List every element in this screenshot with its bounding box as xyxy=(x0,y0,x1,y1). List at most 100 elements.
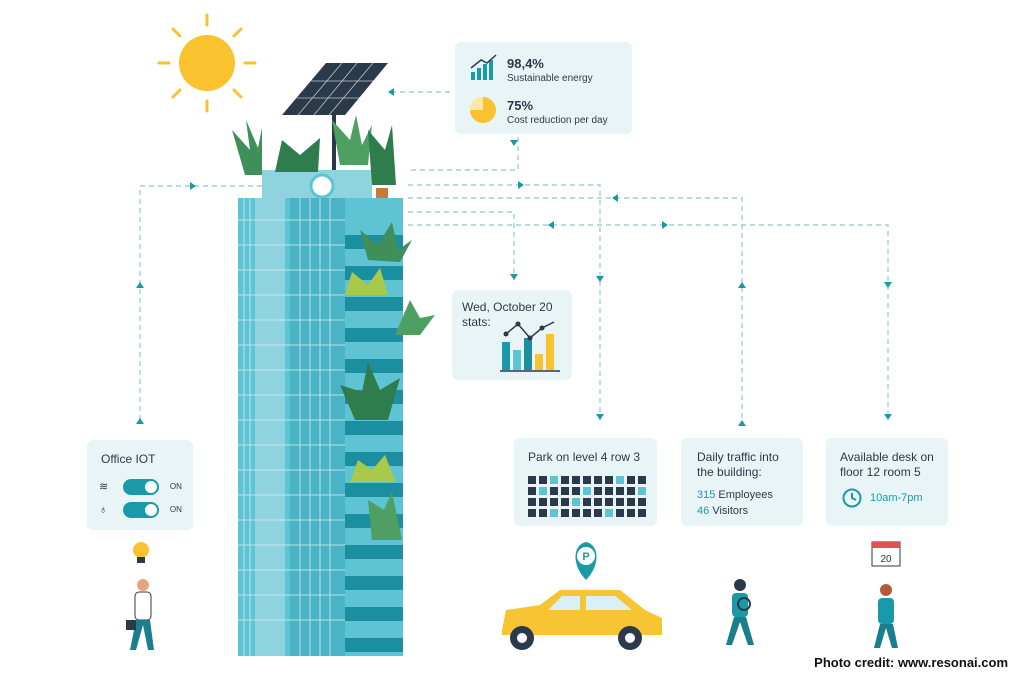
sun-icon xyxy=(157,13,257,113)
climate-toggle-state: ON xyxy=(169,482,182,492)
parking-spot xyxy=(638,487,646,495)
parking-spot xyxy=(605,476,613,484)
parking-spot xyxy=(594,476,602,484)
office-iot-title: Office IOT xyxy=(101,452,156,466)
light-toggle-row: ♁ ON xyxy=(99,501,182,519)
light-toggle-state: ON xyxy=(169,505,182,515)
visitors-row: 46 Visitors xyxy=(697,505,748,517)
bulb-icon: ♁ xyxy=(99,503,108,516)
parking-spot xyxy=(594,509,602,517)
parking-spot xyxy=(605,509,613,517)
traffic-title-line1: Daily traffic into xyxy=(697,450,779,464)
parking-spot xyxy=(572,509,580,517)
parking-spot xyxy=(627,509,635,517)
stats-date: Wed, October 20 xyxy=(462,300,553,314)
parking-spot xyxy=(561,487,569,495)
desk-hours: 10am-7pm xyxy=(870,492,923,504)
photo-credit: Photo credit: www.resonai.com xyxy=(814,655,1008,670)
parking-spot xyxy=(561,476,569,484)
parking-spot xyxy=(638,509,646,517)
parking-grid xyxy=(528,476,646,517)
desk-title-line1: Available desk on xyxy=(840,450,934,464)
energy-stats-card: 98,4% Sustainable energy 75% Cost reduct… xyxy=(455,42,632,134)
calendar-icon: 20 xyxy=(871,541,901,567)
traffic-card: Daily traffic into the building: 315 Emp… xyxy=(681,438,803,526)
connector-arrows xyxy=(136,88,892,426)
employees-row: 315 Employees xyxy=(697,489,773,501)
parking-spot xyxy=(539,509,547,517)
parking-spot xyxy=(550,509,558,517)
parking-spot xyxy=(594,487,602,495)
sustainable-energy-label: Sustainable energy xyxy=(507,73,593,84)
visitors-label: Visitors xyxy=(712,505,749,517)
office-iot-card: Office IOT ≋ ON ♁ ON xyxy=(87,440,193,530)
person-icon xyxy=(874,584,898,648)
parking-spot xyxy=(605,487,613,495)
parking-spot xyxy=(627,487,635,495)
building xyxy=(238,198,435,656)
parking-spot xyxy=(616,487,624,495)
sustainable-energy-value: 98,4% xyxy=(507,56,544,71)
parking-spot xyxy=(638,498,646,506)
desk-card: Available desk on floor 12 room 5 10am-7… xyxy=(826,438,948,526)
parking-spot xyxy=(528,509,536,517)
parking-spot xyxy=(627,498,635,506)
cost-reduction-value: 75% xyxy=(507,98,534,113)
parking-spot xyxy=(539,498,547,506)
parking-spot xyxy=(583,498,591,506)
parking-spot xyxy=(583,476,591,484)
light-toggle[interactable] xyxy=(123,501,160,518)
parking-spot xyxy=(528,487,536,495)
parking-spot xyxy=(605,498,613,506)
stats-label: stats: xyxy=(462,315,491,329)
employees-label: Employees xyxy=(718,489,773,501)
parking-card: Park on level 4 row 3 xyxy=(514,438,657,526)
parking-spot xyxy=(572,476,580,484)
parking-pin-icon: P xyxy=(575,542,597,580)
solar-panel-icon xyxy=(282,62,388,170)
parking-spot xyxy=(616,498,624,506)
rooftop-plants xyxy=(232,115,396,200)
parking-spot xyxy=(572,498,580,506)
parking-spot xyxy=(539,487,547,495)
bulb-icon xyxy=(133,542,149,563)
daily-stats-card: Wed, October 20 stats: xyxy=(452,290,572,380)
clock-icon xyxy=(842,488,862,508)
parking-spot xyxy=(616,509,624,517)
visitors-count: 46 xyxy=(697,505,710,517)
person-icon xyxy=(126,579,154,650)
cost-reduction-label: Cost reduction per day xyxy=(507,115,608,126)
person-icon xyxy=(726,579,754,645)
parking-spot xyxy=(528,498,536,506)
parking-spot xyxy=(550,476,558,484)
rooftop-sensor xyxy=(309,173,335,199)
employees-count: 315 xyxy=(697,489,716,501)
parking-spot xyxy=(561,498,569,506)
parking-spot xyxy=(572,487,580,495)
parking-sign: P xyxy=(582,551,589,563)
parking-spot xyxy=(594,498,602,506)
parking-spot xyxy=(539,476,547,484)
climate-toggle-row: ≋ ON xyxy=(99,478,182,496)
parking-spot xyxy=(638,476,646,484)
bar-chart-icon xyxy=(500,321,560,372)
parking-spot xyxy=(627,476,635,484)
car-icon xyxy=(502,590,662,650)
parking-spot xyxy=(583,509,591,517)
parking-spot xyxy=(550,498,558,506)
pie-chart-icon xyxy=(470,97,496,123)
trend-chart-icon xyxy=(470,54,497,80)
calendar-day: 20 xyxy=(880,554,892,565)
connector-lines xyxy=(139,91,889,420)
desk-title-line2: floor 12 room 5 xyxy=(840,465,921,479)
parking-spot xyxy=(528,476,536,484)
parking-title: Park on level 4 row 3 xyxy=(528,450,641,464)
parking-spot xyxy=(550,487,558,495)
wave-icon: ≋ xyxy=(99,481,109,494)
parking-spot xyxy=(616,476,624,484)
parking-spot xyxy=(583,487,591,495)
traffic-title-line2: the building: xyxy=(697,465,762,479)
climate-toggle[interactable] xyxy=(123,478,160,495)
parking-spot xyxy=(561,509,569,517)
